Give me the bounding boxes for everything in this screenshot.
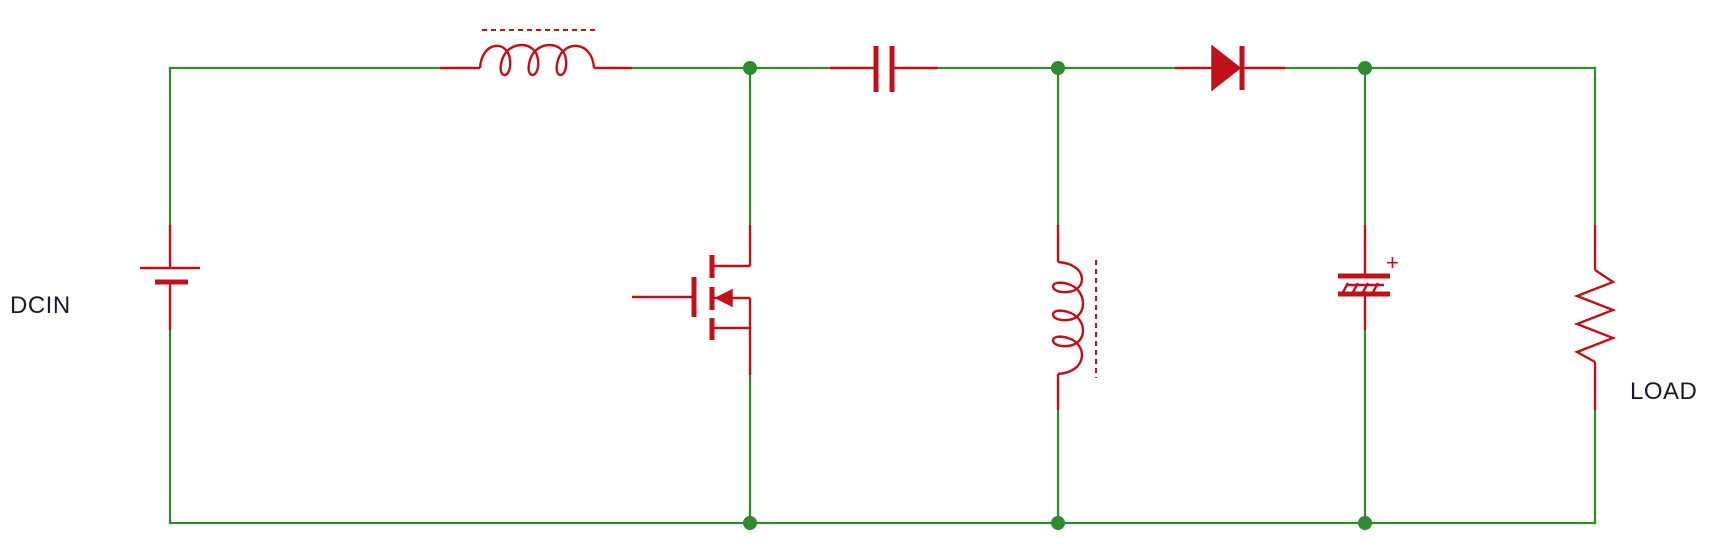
- shunt-inductor-symbol: [1051, 225, 1097, 410]
- junction-top-3: [1358, 61, 1372, 75]
- diode-symbol: [1175, 44, 1285, 92]
- junction-top-2: [1051, 61, 1065, 75]
- junctions: [743, 61, 1372, 530]
- polarity-plus-label: +: [1386, 250, 1399, 275]
- load-label: LOAD: [1630, 378, 1698, 405]
- junction-bottom-3: [1358, 516, 1372, 530]
- junction-bottom-2: [1051, 516, 1065, 530]
- input-inductor-symbol: [440, 29, 632, 77]
- mosfet-symbol: [632, 225, 752, 375]
- load-resistor-symbol: [1573, 225, 1617, 410]
- source-label: DCIN: [10, 292, 71, 319]
- junction-bottom-1: [743, 516, 757, 530]
- output-capacitor-symbol: [1338, 225, 1390, 330]
- junction-top-1: [743, 61, 757, 75]
- wires: [168, 66, 1597, 525]
- coupling-capacitor-symbol: [830, 46, 938, 92]
- battery-symbol: [140, 225, 200, 330]
